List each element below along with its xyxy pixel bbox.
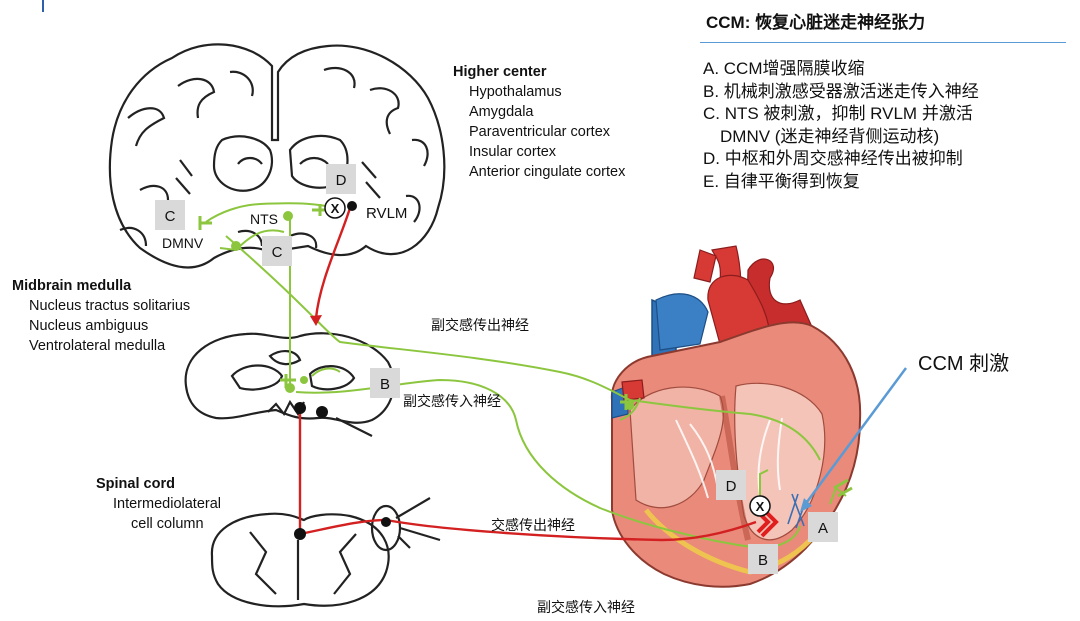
step-item: E. 自律平衡得到恢复 [703, 171, 860, 191]
higher-item: Paraventricular cortex [469, 124, 611, 140]
spinal-item: cell column [131, 516, 204, 532]
marker-b-heart: B [748, 544, 778, 574]
svg-text:C: C [272, 244, 283, 261]
inhibition-mark-heart: X [749, 495, 771, 517]
svg-text:B: B [758, 552, 768, 569]
midbrain-item: Nucleus tractus solitarius [29, 298, 190, 314]
ccm-stimulus-arrow [802, 367, 908, 507]
descending-arrowhead [310, 315, 322, 326]
midbrain-item: Ventrolateral medulla [29, 338, 166, 354]
step-list: A. CCM增强隔膜收缩 B. 机械刺激感受器激活迷走传入神经 C. NTS 被… [703, 58, 979, 193]
higher-center-labels: Higher center Hypothalamus Amygdala Para… [453, 64, 626, 180]
panel-title: CCM: 恢复心脏迷走神经张力 [706, 13, 926, 32]
ccm-stimulus-label: CCM 刺激 [918, 352, 1009, 375]
marker-d-heart: D [716, 470, 746, 500]
dmnv-label: DMNV [162, 235, 204, 251]
sym-efferent-label: 交感传出神经 [491, 517, 575, 533]
higher-item: Anterior cingulate cortex [469, 164, 626, 180]
spinal-item: Intermediolateral [113, 496, 221, 512]
ccm-arrowhead [800, 498, 812, 512]
parasym-efferent-label: 副交感传出神经 [431, 317, 529, 333]
step-item: D. 中枢和外周交感神经传出被抑制 [703, 149, 963, 168]
svg-text:D: D [726, 478, 737, 495]
spinal-labels: Spinal cord Intermediolateral cell colum… [96, 476, 221, 532]
midbrain-heading: Midbrain medulla [12, 278, 132, 294]
rvlm-label: RVLM [366, 205, 407, 222]
panel-divider [700, 42, 1066, 43]
higher-item: Hypothalamus [469, 84, 562, 100]
slide-corner-mark [42, 0, 44, 12]
step-item-continuation: DMNV (迷走神经背侧运动核) [720, 126, 940, 146]
marker-c-left: C [155, 200, 185, 230]
step-item: C. NTS 被刺激，抑制 RVLM 并激活 [703, 104, 973, 123]
higher-center-heading: Higher center [453, 64, 547, 80]
brain-section [108, 43, 446, 269]
spinal-heading: Spinal cord [96, 476, 175, 492]
svg-text:X: X [331, 201, 340, 216]
marker-c-center: C [262, 236, 292, 266]
svg-text:C: C [165, 208, 176, 225]
parasym-afferent-label-mid: 副交感传入神经 [403, 393, 501, 409]
sympathetic-nuclei [294, 201, 391, 540]
vagal-synapses [231, 211, 634, 410]
nts-label: NTS [250, 211, 278, 227]
marker-a-heart: A [808, 512, 838, 542]
step-item: A. CCM增强隔膜收缩 [703, 59, 865, 78]
midbrain-labels: Midbrain medulla Nucleus tractus solitar… [12, 278, 190, 354]
svg-text:X: X [756, 499, 765, 514]
marker-d-brain: D [326, 164, 356, 194]
svg-text:D: D [336, 172, 347, 189]
marker-b-medulla: B [370, 368, 400, 398]
higher-item: Amygdala [469, 104, 534, 120]
spinal-cord-section [210, 497, 441, 608]
svg-text:B: B [380, 376, 390, 393]
parasym-afferent-label-bottom: 副交感传入神经 [537, 599, 635, 615]
sympathetic-pathways [298, 207, 757, 542]
svg-text:A: A [818, 520, 828, 537]
higher-item: Insular cortex [469, 144, 557, 160]
inhibition-mark-brain: X [324, 197, 346, 219]
midbrain-item: Nucleus ambiguus [29, 318, 148, 334]
step-item: B. 机械刺激感受器激活迷走传入神经 [703, 81, 979, 101]
